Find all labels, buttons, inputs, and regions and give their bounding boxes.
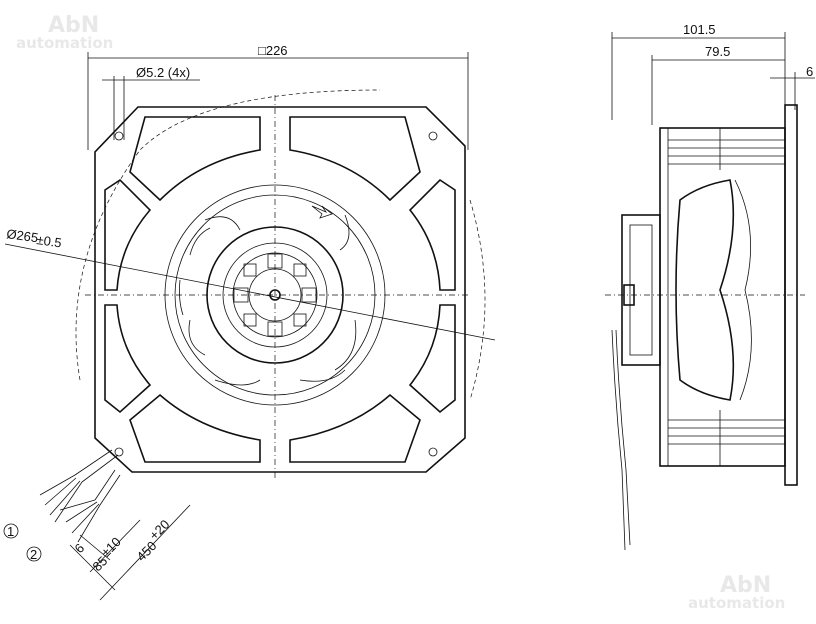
housing-depth-label: 79.5 [705, 44, 730, 59]
frame-size-label: □226 [258, 43, 288, 58]
watermark-sub: automation [16, 34, 113, 52]
lead-marker-2-text: 2 [30, 547, 37, 562]
total-depth-label: 101.5 [683, 22, 716, 37]
side-view: 101.5 79.5 6 [605, 22, 815, 551]
watermark-sub: automation [688, 594, 785, 612]
watermark-brand: AbN [48, 13, 99, 38]
flange-thk-label: 6 [806, 64, 813, 79]
cable [39, 449, 191, 601]
impeller-tol-label: ±0.5 [36, 232, 63, 250]
lead-marker-1: 1 [3, 523, 19, 539]
watermark-bottom: AbN automation [688, 573, 785, 612]
strip-len-label: 6 [72, 540, 88, 556]
hole-dia-label: Ø5.2 (4x) [136, 65, 190, 80]
lead-marker-2: 2 [26, 546, 42, 562]
watermark-brand: AbN [720, 573, 771, 598]
front-view: □226 Ø5.2 (4x) [3, 43, 496, 601]
watermark-top: AbN automation [16, 13, 113, 52]
impeller-dia-label: Ø265 [6, 226, 40, 245]
lead-tol-label: +20 [146, 517, 172, 543]
lead-marker-1-text: 1 [7, 524, 14, 539]
